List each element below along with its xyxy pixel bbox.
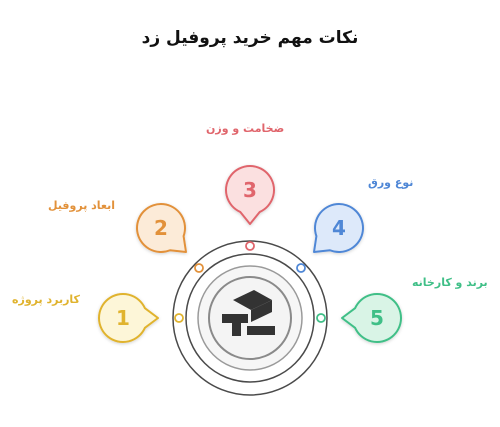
step-2-bubble-shape (136, 203, 187, 253)
step-1-bubble: 1 (98, 293, 159, 343)
step-5-bubble: 5 (341, 293, 402, 343)
step-4-bubble: 4 (313, 203, 364, 253)
step-4-bubble-shape (313, 203, 364, 253)
step-4-label: نوع ورق (368, 176, 414, 189)
step-5-label: برند و کارخانه (412, 276, 488, 289)
step-1-marker (174, 313, 184, 323)
diagram-title: نکات مهم خرید پروفیل زد (141, 28, 359, 48)
step-2-bubble: 2 (136, 203, 187, 253)
step-2-marker (194, 263, 204, 273)
step-3-marker (245, 241, 255, 251)
ring-markers (174, 241, 326, 323)
middle-ring (185, 253, 315, 383)
step-5-number: 5 (370, 306, 384, 330)
step-4-marker (296, 263, 306, 273)
step-1-number: 1 (116, 306, 130, 330)
step-3-bubble: 3 (225, 165, 275, 225)
center-disc (208, 276, 292, 360)
step-2-number: 2 (154, 216, 168, 240)
step-bubbles: 1 2 3 4 5 (98, 165, 402, 343)
step-2-label: ابعاد پروفیل (48, 199, 116, 212)
step-5-bubble-shape (341, 293, 402, 343)
step-5-marker (316, 313, 326, 323)
profile-z-icon (222, 290, 275, 336)
step-3-label: ضخامت و وزن (206, 122, 285, 135)
step-4-number: 4 (332, 216, 346, 240)
step-1-label: کاربرد پروژه (12, 293, 80, 306)
step-3-bubble-shape (225, 165, 275, 225)
step-1-bubble-shape (98, 293, 159, 343)
step-3-number: 3 (243, 178, 257, 202)
